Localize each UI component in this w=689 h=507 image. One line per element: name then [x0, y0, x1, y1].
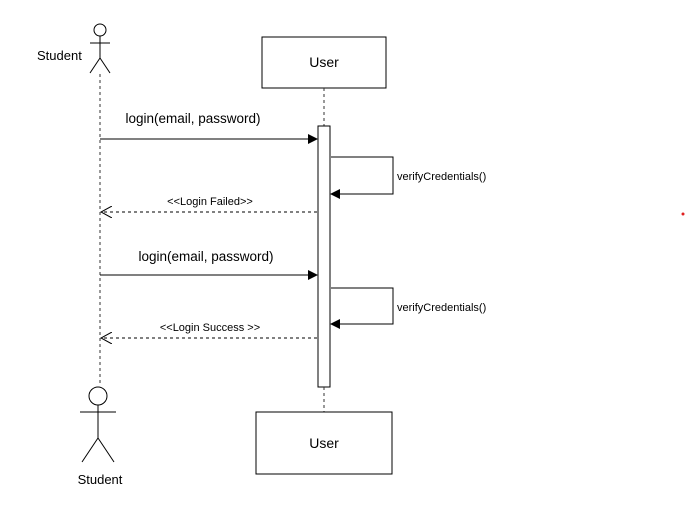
- student-label-bottom: Student: [78, 472, 123, 487]
- return-login-failed[interactable]: <<Login Failed>>: [101, 196, 317, 212]
- user-activation-bar: [317, 125, 331, 388]
- student-actor-bottom[interactable]: Student: [78, 386, 123, 487]
- stray-marker-dot: [681, 212, 685, 216]
- user-participant-top[interactable]: User: [261, 36, 387, 89]
- return-label: <<Login Success >>: [160, 322, 260, 334]
- return-label: <<Login Failed>>: [167, 196, 253, 208]
- actor-head-icon: [93, 23, 107, 37]
- self-call-verify-1[interactable]: verifyCredentials(): [330, 156, 486, 199]
- message-login-2[interactable]: login(email, password): [100, 249, 318, 280]
- user-label-top: User: [309, 54, 339, 70]
- student-actor-top[interactable]: Student: [37, 23, 111, 74]
- user-participant-bottom[interactable]: User: [255, 411, 393, 475]
- actor-left-leg: [81, 437, 99, 463]
- message-login-1[interactable]: login(email, password): [100, 111, 318, 144]
- self-call-verify-2[interactable]: verifyCredentials(): [330, 287, 486, 329]
- actor-right-leg: [97, 437, 115, 463]
- user-label-bottom: User: [309, 435, 339, 451]
- self-call-label: verifyCredentials(): [397, 171, 486, 183]
- message-label: login(email, password): [138, 249, 273, 264]
- self-call-arrow: [330, 156, 394, 199]
- actor-head-icon: [88, 386, 108, 406]
- student-label-top: Student: [37, 48, 82, 63]
- message-label: login(email, password): [125, 111, 260, 126]
- actor-left-leg: [89, 57, 101, 74]
- self-call-arrow: [330, 287, 394, 329]
- user-box-top: [261, 36, 387, 89]
- user-box-bottom: [255, 411, 393, 475]
- self-call-label: verifyCredentials(): [397, 302, 486, 314]
- return-login-success[interactable]: <<Login Success >>: [101, 322, 317, 338]
- actor-right-leg: [99, 57, 111, 74]
